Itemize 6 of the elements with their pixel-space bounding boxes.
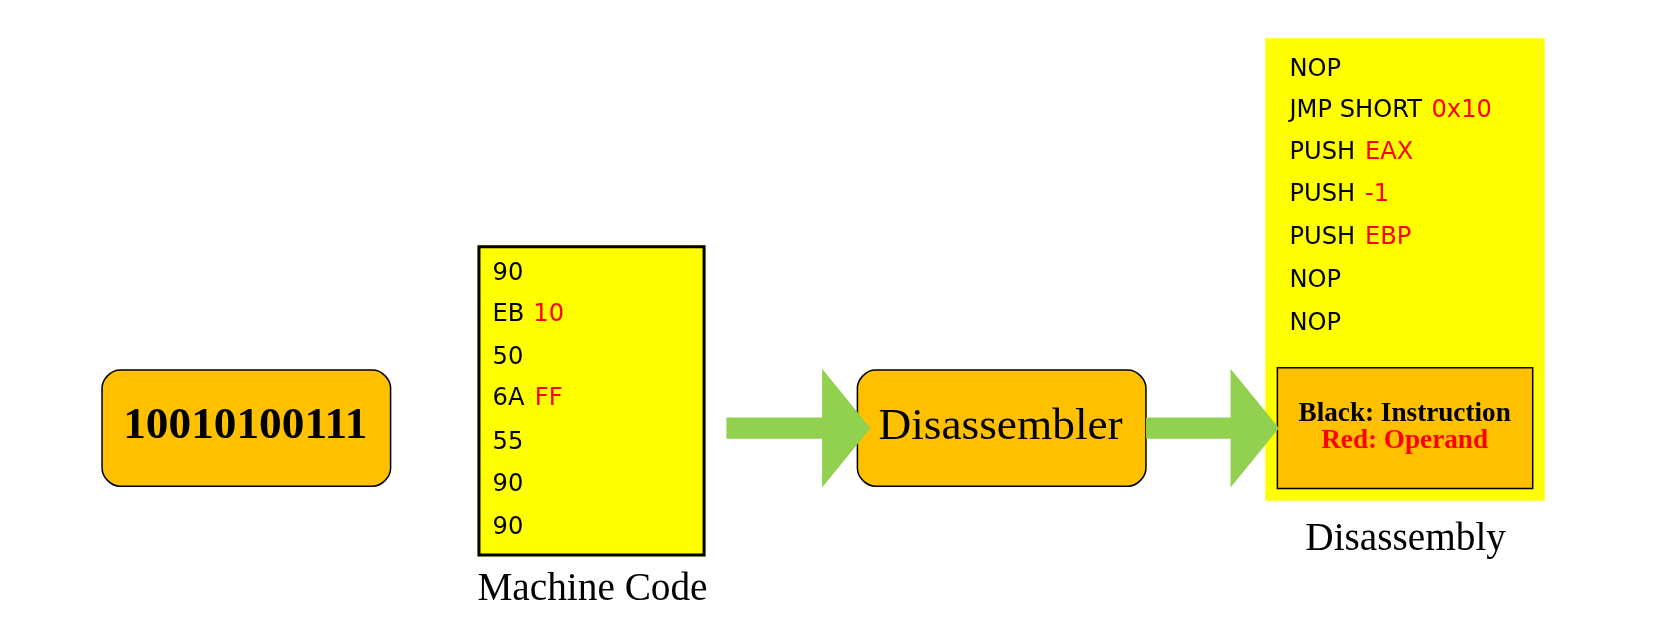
node-label: Machine Code	[477, 565, 708, 609]
node-label: Disassembly	[1305, 515, 1507, 559]
arrow	[726, 368, 871, 488]
node-box: Black: Instruction Red: Operand	[1276, 366, 1534, 490]
node-box: Disassembler	[856, 369, 1147, 488]
node-box: 10010100111	[101, 369, 392, 488]
